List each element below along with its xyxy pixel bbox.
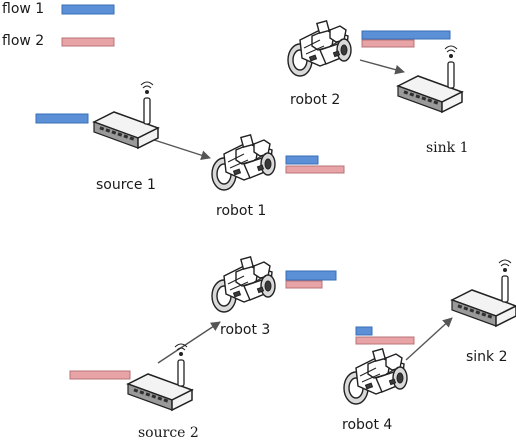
robot-1-label: robot 1 — [216, 203, 266, 219]
source-1-label: source 1 — [96, 177, 156, 193]
source-1: source 1 — [35, 81, 159, 193]
robot-4-flow-1-bar — [355, 326, 373, 336]
robot-2-flow-1-bar — [361, 30, 451, 40]
arrow-source2-to-robot3 — [157, 321, 221, 364]
legend-flow-2-swatch — [61, 37, 115, 47]
robot-4: robot 4 — [342, 326, 415, 433]
source-1-flow-1-bar — [35, 113, 89, 124]
legend-flow-1-label: flow 1 — [2, 1, 44, 17]
robot-icon — [211, 134, 276, 191]
source-2: source 2 — [69, 343, 199, 440]
legend: flow 1 flow 2 — [2, 1, 115, 49]
source-2-label: source 2 — [138, 425, 199, 440]
sink-1-label: sink 1 — [426, 140, 469, 156]
source-2-flow-2-bar — [69, 370, 131, 380]
robot-icon — [343, 348, 408, 405]
legend-flow-1-swatch — [61, 4, 115, 15]
wireless-router-icon — [451, 259, 516, 327]
robot-3-flow-2-bar — [285, 280, 323, 289]
robot-icon — [287, 20, 352, 77]
legend-flow-2-label: flow 2 — [2, 33, 44, 49]
robot-2-label: robot 2 — [290, 92, 340, 108]
robot-icon — [211, 256, 276, 313]
wireless-router-icon — [397, 45, 463, 113]
robot-3: robot 3 — [211, 256, 337, 338]
robot-3-flow-1-bar — [285, 270, 337, 281]
legend-flow-2: flow 2 — [2, 33, 115, 49]
sink-1: sink 1 — [397, 45, 469, 156]
robot-1: robot 1 — [211, 134, 345, 219]
sink-2: sink 2 — [451, 259, 516, 365]
robot-3-label: robot 3 — [220, 322, 270, 338]
wireless-router-icon — [93, 81, 159, 149]
robot-2-flow-2-bar — [361, 39, 415, 48]
robot-1-flow-2-bar — [285, 165, 345, 174]
legend-flow-1: flow 1 — [2, 1, 115, 17]
robot-4-flow-2-bar — [355, 336, 415, 345]
robot-1-flow-1-bar — [285, 155, 319, 165]
sink-2-label: sink 2 — [466, 349, 508, 365]
arrow-source1-to-robot1 — [147, 137, 211, 160]
robot-2: robot 2 — [287, 20, 451, 108]
robot-4-label: robot 4 — [342, 417, 392, 433]
wireless-router-icon — [127, 343, 193, 411]
arrow-robot4-to-sink2 — [405, 317, 453, 361]
arrow-robot2-to-sink1 — [359, 59, 405, 75]
